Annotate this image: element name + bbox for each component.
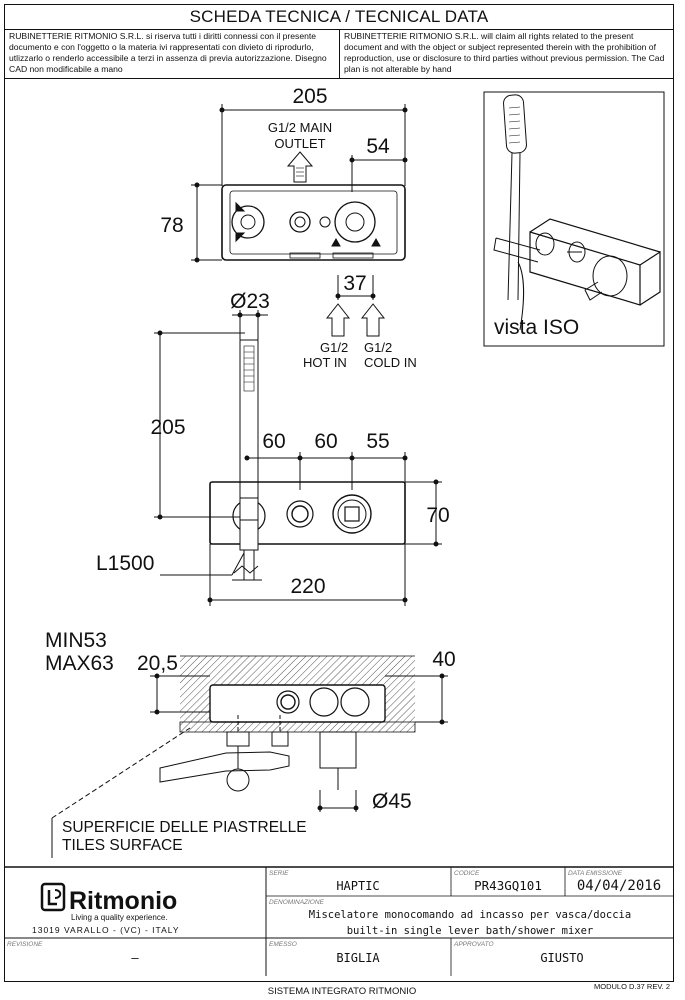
emesso-value: BIGLIA — [336, 951, 380, 965]
dim-min53: MIN53 — [45, 629, 107, 652]
dim-diameter-23: Ø23 — [230, 290, 270, 313]
data-caption: DATA EMISSIONE — [568, 870, 623, 877]
revisione-value: — — [131, 951, 139, 965]
copyright-notice-italian: RUBINETTERIE RITMONIO S.R.L. si riserva … — [5, 30, 340, 78]
denominazione-caption: DENOMINAZIONE — [269, 899, 325, 906]
footer-module: MODULO D.37 REV. 2 — [594, 982, 670, 991]
ritmonio-logo — [40, 882, 66, 912]
front-view — [154, 310, 442, 606]
main-outlet-label-2: OUTLET — [274, 136, 325, 151]
hose-length: L1500 — [96, 552, 154, 575]
tiles-surface-label-it: SUPERFICIE DELLE PIASTRELLE — [62, 819, 307, 836]
serie-caption: SERIE — [269, 870, 289, 877]
codice-value: PR43GQ101 — [474, 878, 542, 893]
dim-20-5: 20,5 — [137, 652, 178, 675]
approvato-caption: APPROVATO — [453, 941, 494, 948]
iso-view-label: vista ISO — [494, 316, 579, 339]
copyright-notice-english: RUBINETTERIE RITMONIO S.R.L. will claim … — [344, 31, 665, 74]
side-view-labels: MIN53 MAX63 20,5 40 Ø45 SUPERFICIE DELLE… — [45, 629, 456, 854]
front-view-labels: Ø23 205 60 60 55 70 L1500 220 — [96, 290, 450, 598]
title-block-values: HAPTIC PR43GQ101 04/04/2016 Miscelatore … — [131, 878, 661, 965]
dim-60-right: 60 — [314, 430, 337, 453]
hot-in-label-1: G1/2 — [320, 340, 348, 355]
cold-in-label-2: COLD IN — [364, 355, 417, 370]
tiles-surface-label-en: TILES SURFACE — [62, 837, 183, 854]
side-view — [51, 655, 448, 858]
denominazione-it: Miscelatore monocomando ad incasso per v… — [309, 909, 631, 921]
iso-view — [483, 91, 665, 347]
dim-205-top: 205 — [292, 85, 327, 108]
emesso-caption: EMESSO — [269, 941, 297, 948]
footer-system: SISTEMA INTEGRATO RITMONIO — [268, 986, 417, 997]
cold-in-label-1: G1/2 — [364, 340, 392, 355]
title-block-captions: SERIE CODICE DATA EMISSIONE DENOMINAZION… — [7, 870, 623, 948]
dim-55: 55 — [366, 430, 389, 453]
serie-value: HAPTIC — [336, 879, 379, 893]
top-view-labels: 205 54 78 37 G1/2 MAIN OUTLET G1/2 HOT I… — [160, 85, 416, 370]
top-view — [191, 104, 408, 337]
dim-37: 37 — [343, 272, 366, 295]
approvato-value: GIUSTO — [540, 951, 583, 965]
dim-54: 54 — [366, 135, 390, 158]
dim-diameter-45: Ø45 — [372, 790, 412, 813]
drawing-sheet: SCHEDA TECNICA / TECNICAL DATA RUBINETTE… — [4, 4, 674, 982]
brand-address: 13019 VARALLO - (VC) - ITALY — [32, 925, 180, 935]
brand-name: Ritmonio — [69, 887, 177, 915]
codice-caption: CODICE — [454, 870, 480, 877]
denominazione-en: built-in single lever bath/shower mixer — [347, 925, 594, 937]
hot-in-label-2: HOT IN — [303, 355, 347, 370]
sheet-title: SCHEDA TECNICA / TECNICAL DATA — [5, 5, 673, 30]
dim-40: 40 — [432, 648, 455, 671]
brand-tagline: Living a quality experience. — [71, 913, 168, 922]
dim-max63: MAX63 — [45, 652, 114, 675]
revisione-caption: REVISIONE — [7, 941, 43, 948]
dim-60-left: 60 — [262, 430, 285, 453]
dim-78: 78 — [160, 214, 183, 237]
title-block-grid — [4, 866, 674, 976]
data-value: 04/04/2016 — [577, 878, 661, 894]
header-divider — [5, 78, 673, 79]
dim-220: 220 — [290, 575, 325, 598]
main-outlet-label-1: G1/2 MAIN — [268, 120, 332, 135]
dim-70: 70 — [426, 504, 449, 527]
dim-205-front: 205 — [150, 416, 185, 439]
